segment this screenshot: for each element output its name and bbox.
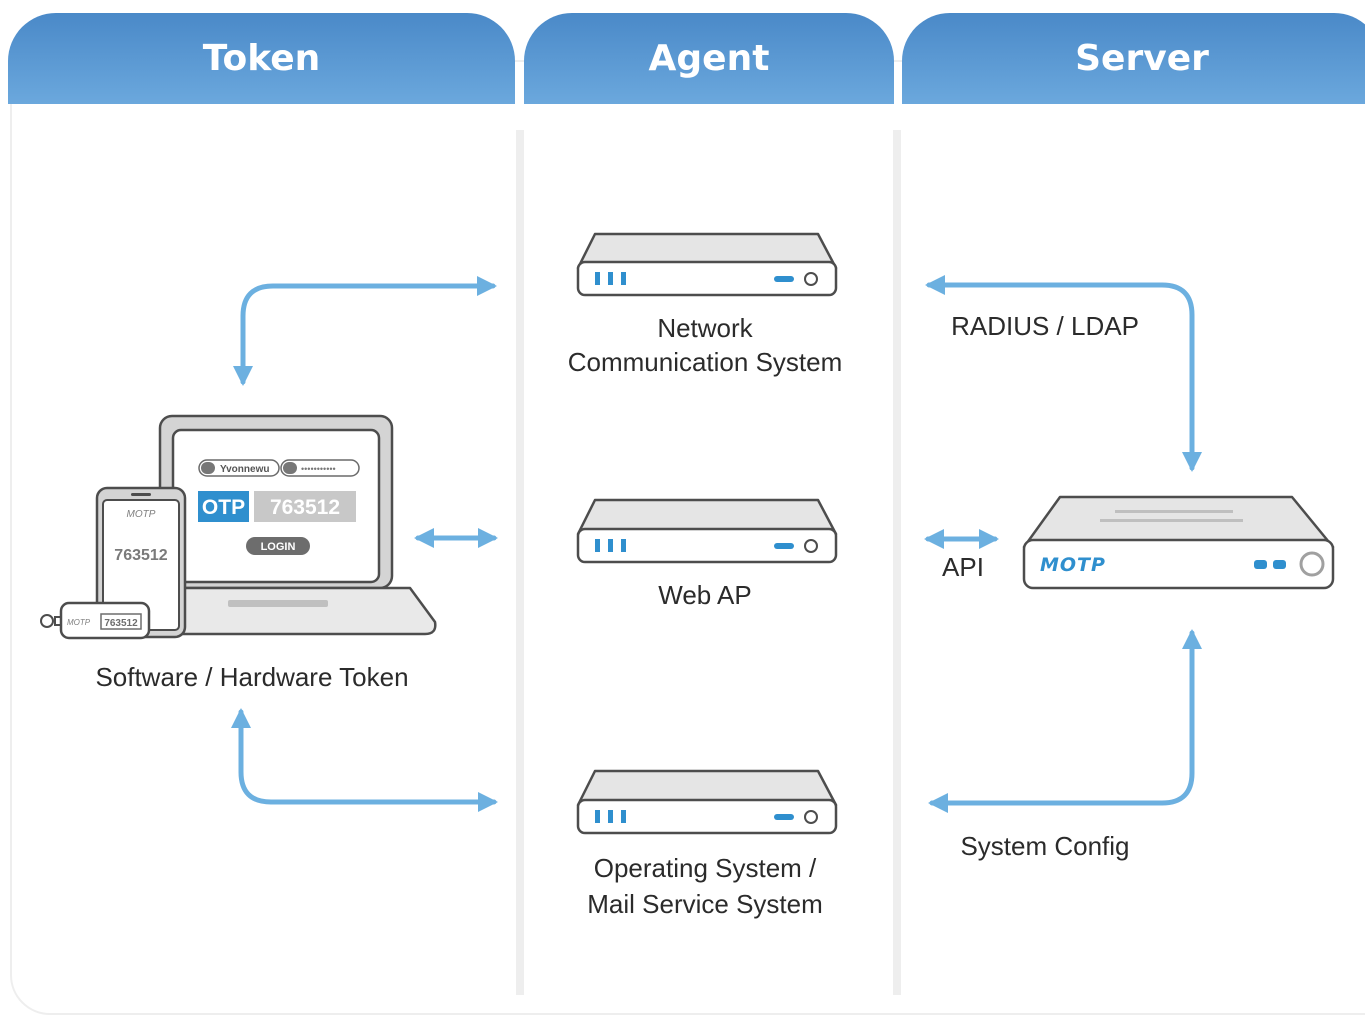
column-divider-right	[893, 130, 901, 995]
arrow-radius-ldap	[925, 275, 1202, 472]
arrow-token-network	[233, 276, 497, 386]
column-divider-left	[516, 130, 524, 995]
os-device-icon	[576, 769, 838, 835]
motp-server-icon: MOTP	[1022, 495, 1335, 590]
network-device-icon	[576, 232, 838, 297]
agent-column-header: Agent	[524, 13, 894, 104]
os-label-line1: Operating System /	[593, 853, 817, 883]
webap-label: Web AP	[658, 580, 752, 610]
radius-ldap-label: RADIUS / LDAP	[951, 311, 1139, 341]
usb-otp-code: 763512	[104, 618, 138, 629]
arrow-token-os	[231, 708, 498, 812]
username-field: Yvonnewu	[220, 464, 269, 475]
token-column-header: Token	[8, 13, 515, 104]
token-label: Software / Hardware Token	[95, 662, 409, 692]
system-config-label: System Config	[960, 831, 1130, 861]
network-label-line2: Communication System	[567, 347, 843, 377]
network-label-line1: Network	[657, 313, 753, 343]
password-field: •••••••••••	[301, 464, 336, 474]
phone-otp-code: 763512	[114, 547, 167, 564]
otp-code: 763512	[270, 496, 340, 519]
hardware-token-icon: MOTP 763512	[40, 601, 151, 640]
server-column-header: Server	[902, 13, 1365, 104]
login-button: LOGIN	[261, 541, 296, 553]
phone-brand-logo: MOTP	[127, 509, 156, 520]
laptop-icon: Yvonnewu ••••••••••• OTP 763512 LOGIN	[133, 414, 437, 636]
server-brand-logo: MOTP	[1040, 554, 1106, 576]
api-label: API	[942, 552, 984, 582]
webap-device-icon	[576, 498, 838, 564]
os-label-line2: Mail Service System	[587, 889, 823, 919]
otp-tag: OTP	[202, 496, 245, 519]
usb-brand-logo: MOTP	[67, 618, 91, 627]
arrow-system-config	[928, 629, 1202, 813]
